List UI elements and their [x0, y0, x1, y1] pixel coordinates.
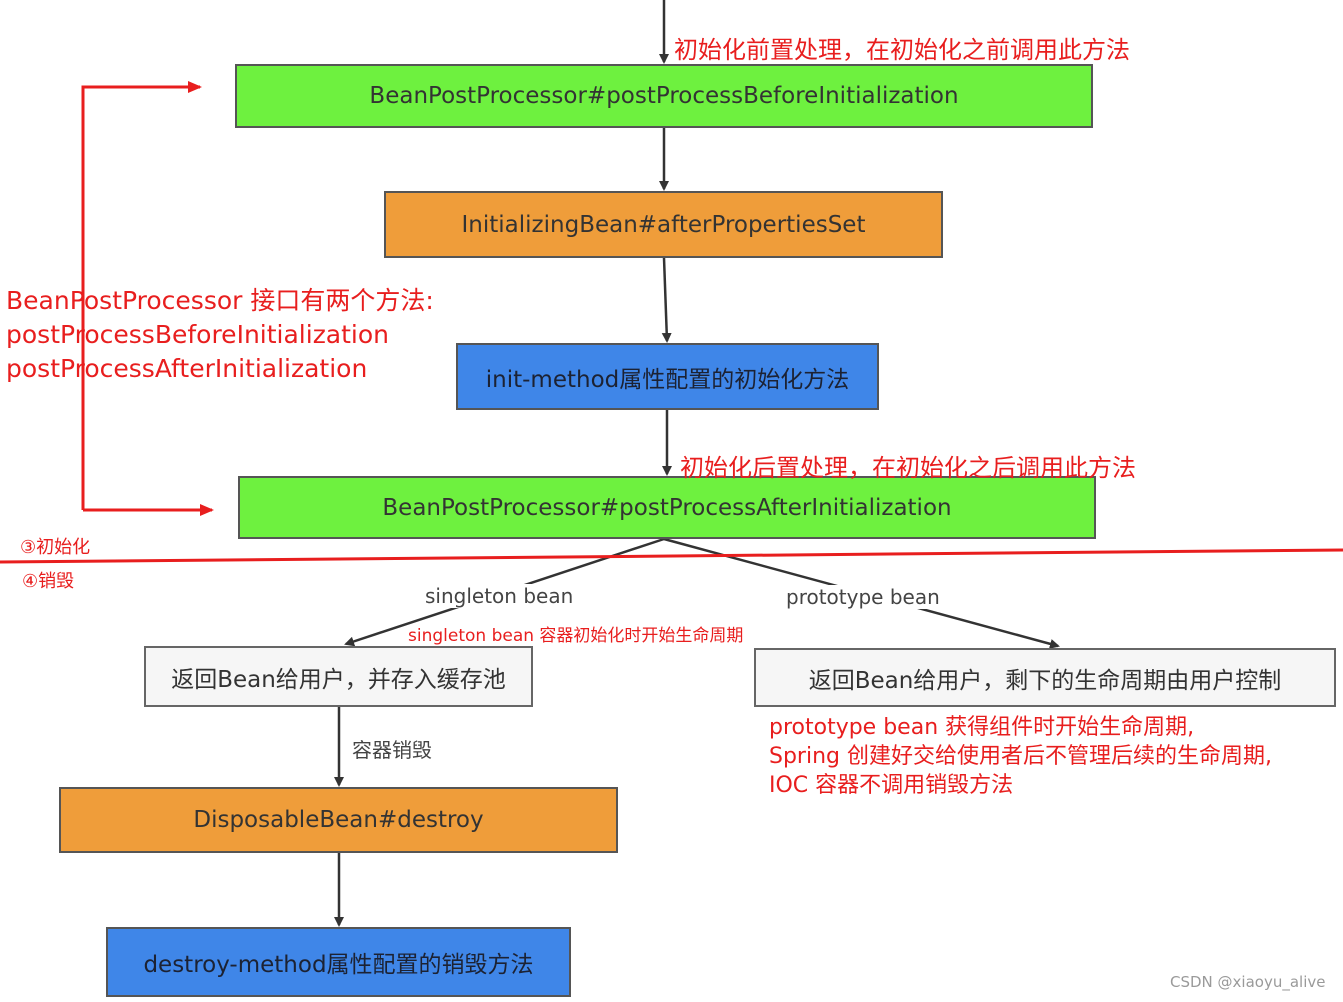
red-bracket-arrow-top: [81, 81, 202, 510]
prototype-note-line-1: prototype bean 获得组件时开始生命周期,: [769, 715, 1195, 740]
bpp-before-box: BeanPostProcessor#postProcessBeforeIniti…: [235, 64, 1093, 128]
csdn-watermark: CSDN @xiaoyu_alive: [1170, 973, 1326, 991]
before-init-note: 初始化前置处理，在初始化之前调用此方法: [674, 36, 1130, 64]
return-prototype-box: 返回Bean给用户，剩下的生命周期由用户控制: [754, 648, 1336, 707]
after-init-note: 初始化后置处理，在初始化之后调用此方法: [680, 454, 1136, 482]
edge-initializing-to-init-method: [661, 257, 672, 343]
prototype-note-line-3: IOC 容器不调用销毁方法: [769, 773, 1014, 798]
singleton-note: singleton bean 容器初始化时开始生命周期: [408, 626, 744, 646]
bpp-interface-line-2: postProcessBeforeInitialization: [6, 320, 390, 349]
destroy-method-box: destroy-method属性配置的销毁方法: [106, 927, 571, 997]
bpp-interface-line-1: BeanPostProcessor 接口有两个方法:: [6, 286, 434, 315]
bpp-interface-line-3: postProcessAfterInitialization: [6, 354, 368, 383]
bpp-after-box: BeanPostProcessor#postProcessAfterInitia…: [238, 476, 1096, 539]
return-singleton-box: 返回Bean给用户，并存入缓存池: [144, 646, 533, 707]
singleton-edge-label: singleton bean: [423, 584, 576, 608]
phase-destroy-label: ④销毁: [22, 571, 75, 592]
prototype-edge-label: prototype bean: [784, 585, 942, 609]
init-method-box: init-method属性配置的初始化方法: [456, 343, 879, 410]
disposable-bean-box: DisposableBean#destroy: [59, 787, 618, 853]
container-destroy-label: 容器销毁: [352, 738, 432, 762]
prototype-note-line-2: Spring 创建好交给使用者后不管理后续的生命周期,: [769, 744, 1272, 769]
prototype-note: prototype bean 获得组件时开始生命周期, Spring 创建好交给…: [769, 713, 1272, 800]
phase-init-label: ③初始化: [20, 537, 91, 558]
bpp-interface-note: BeanPostProcessor 接口有两个方法: postProcessBe…: [6, 284, 434, 386]
initializing-bean-box: InitializingBean#afterPropertiesSet: [384, 191, 943, 258]
phase-divider-line: [0, 548, 1343, 564]
